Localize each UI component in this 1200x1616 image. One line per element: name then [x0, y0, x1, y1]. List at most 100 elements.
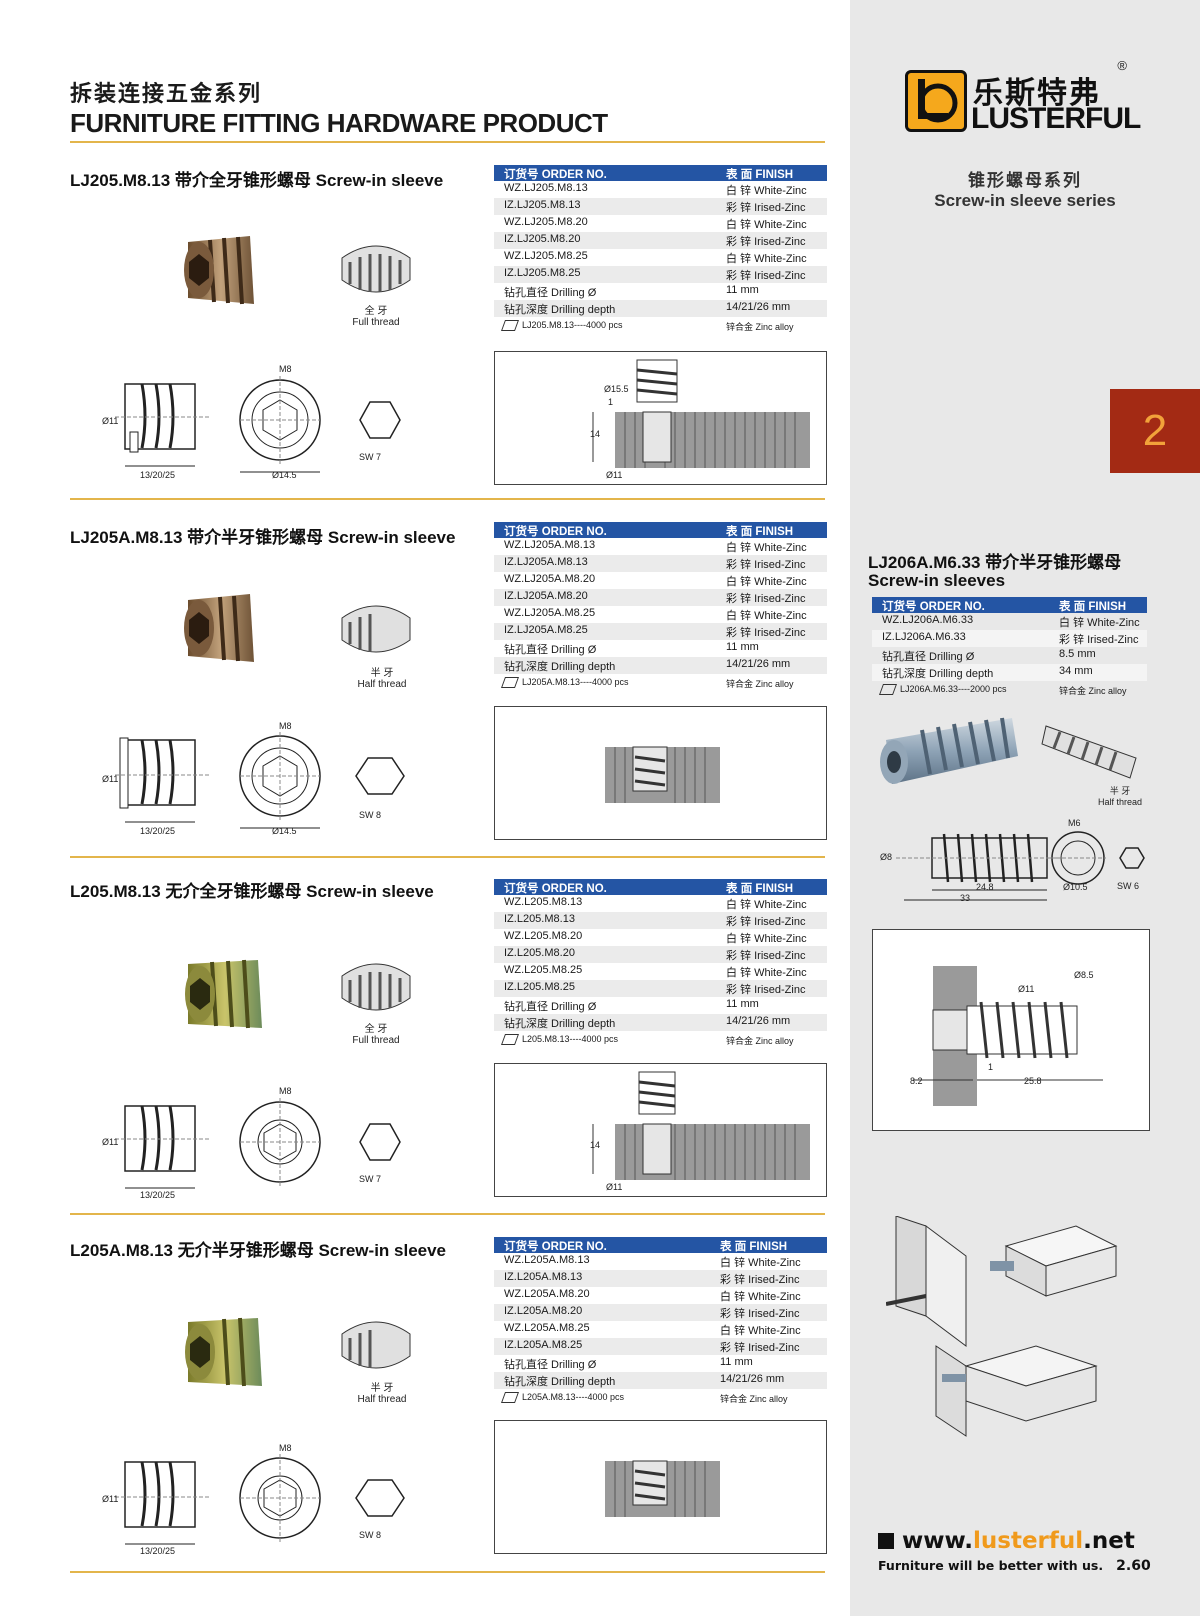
sidebar-panel — [850, 0, 1200, 1616]
section-title: L205.M8.13 无介全牙锥形螺母 Screw-in sleeve — [70, 882, 434, 901]
series-title-en: Screw-in sleeve series — [934, 191, 1116, 210]
package-icon — [500, 1034, 520, 1045]
installation-diagram — [494, 351, 827, 485]
section-divider — [70, 498, 825, 500]
thread-section-icon — [341, 245, 411, 293]
series-title-cn: 锥形螺母系列 — [968, 171, 1082, 190]
section-title: LJ205A.M8.13 带介半牙锥形螺母 Screw-in sleeve — [70, 528, 456, 547]
spec-table-header: 订货号 ORDER NO.表 面 FINISH — [494, 1237, 827, 1253]
package-icon — [500, 1392, 520, 1403]
spec-table-header: 订货号 ORDER NO.表 面 FINISH — [494, 522, 827, 538]
brand-name-en: LUSTERFUL — [971, 102, 1141, 135]
thread-section-icon — [341, 605, 411, 653]
product-photo-zinc-irised — [185, 1317, 262, 1387]
installation-diagram — [494, 1063, 827, 1197]
dimension-drawing — [115, 732, 405, 829]
installation-diagram — [494, 1420, 827, 1554]
installation-diagram — [494, 706, 827, 840]
product-photo-zinc-white — [184, 594, 254, 662]
product-photo-long-sleeve — [880, 717, 1018, 784]
footer-tagline: Furniture will be better with us. 2.60 — [878, 1558, 1151, 1574]
dimension-drawing — [115, 376, 401, 473]
thread-section-icon — [341, 1321, 411, 1369]
dimension-drawing — [115, 1454, 405, 1545]
arrow-link-icon — [878, 1533, 894, 1549]
section-divider — [70, 1213, 825, 1215]
spec-table-header: 订货号 ORDER NO.表 面 FINISH — [494, 879, 827, 895]
package-icon — [500, 677, 520, 688]
assembly-illustration — [886, 1216, 1118, 1437]
package-icon — [878, 684, 898, 695]
spec-table-header: 订货号 ORDER NO.表 面 FINISH — [872, 597, 1147, 613]
brand-name-cn: 乐斯特弗 — [973, 77, 1101, 110]
section-divider — [70, 1571, 825, 1573]
dimension-drawing — [115, 1098, 401, 1189]
package-icon — [500, 320, 520, 331]
page-title-cn: 拆装连接五金系列 — [70, 81, 263, 106]
section-title: LJ205.M8.13 带介全牙锥形螺母 Screw-in sleeve — [70, 171, 444, 190]
dimension-drawing — [896, 831, 1145, 901]
product-photo-zinc-irised — [185, 959, 262, 1029]
registered-mark: ® — [1117, 58, 1127, 73]
section-title: L205A.M8.13 无介半牙锥形螺母 Screw-in sleeve — [70, 1241, 447, 1260]
website-url[interactable]: www.lusterful.net — [878, 1528, 1178, 1554]
section-divider — [70, 856, 825, 858]
product-photo-zinc-white — [184, 236, 254, 305]
page-title-en: FURNITURE FITTING HARDWARE PRODUCT — [70, 108, 608, 138]
brand-mark-icon — [905, 70, 967, 132]
side-product-subtitle: Screw-in sleeves — [868, 571, 1006, 590]
thread-section-icon — [1041, 725, 1137, 779]
brand-logo: 乐斯特弗 LUSTERFUL ® — [905, 58, 1141, 138]
header-divider — [70, 141, 825, 143]
spec-table-header: 订货号 ORDER NO.表 面 FINISH — [494, 165, 827, 181]
page-number-tab: 2 — [1110, 389, 1200, 473]
side-product-title: LJ206A.M6.33 带介半牙锥形螺母 — [868, 553, 1122, 572]
